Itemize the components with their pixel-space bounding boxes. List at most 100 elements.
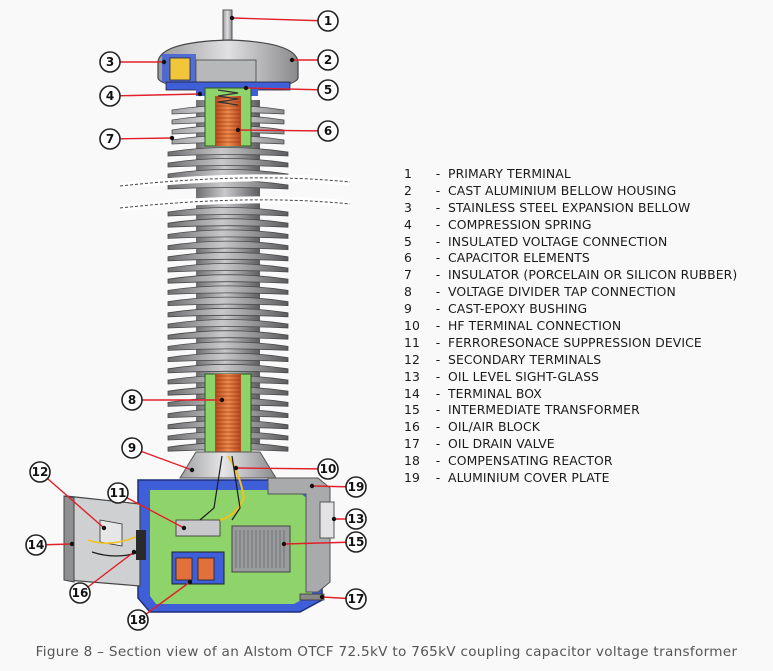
legend-text: STAINLESS STEEL EXPANSION BELLOW bbox=[448, 199, 691, 215]
callout-leader-line bbox=[79, 551, 135, 594]
legend-dash: - bbox=[435, 453, 441, 469]
callout-circle bbox=[107, 482, 129, 504]
callout-anchor-dot bbox=[187, 579, 193, 585]
legend-item: 16-OIL/AIR BLOCK bbox=[404, 419, 764, 436]
legend-number: 11 bbox=[404, 334, 420, 350]
legend-number: 16 bbox=[404, 419, 420, 435]
callout-anchor-dot bbox=[233, 465, 239, 471]
callout-circle bbox=[99, 51, 121, 73]
insulator-shed bbox=[167, 229, 289, 239]
callout-circle bbox=[25, 534, 47, 556]
insulator-shed bbox=[167, 147, 289, 157]
legend-text: CAST ALUMINIUM BELLOW HOUSING bbox=[448, 182, 677, 198]
legend-number: 19 bbox=[404, 470, 420, 486]
legend-dash: - bbox=[435, 368, 441, 384]
intermediate-transformer bbox=[231, 525, 291, 573]
legend-dash: - bbox=[435, 166, 441, 181]
legend-item: 6-CAPACITOR ELEMENTS bbox=[404, 250, 764, 267]
callout-number: 9 bbox=[128, 441, 136, 455]
compression-spring bbox=[217, 89, 239, 106]
callout-circle bbox=[345, 508, 367, 530]
legend-number: 18 bbox=[404, 453, 420, 469]
legend-item: 7-INSULATOR (PORCELAIN OR SILICON RUBBER… bbox=[404, 267, 764, 284]
callout-circle bbox=[69, 582, 91, 604]
legend-dash: - bbox=[435, 182, 441, 198]
callout-anchor-dot bbox=[235, 127, 241, 133]
callout-leader-line bbox=[109, 93, 201, 97]
legend-number: 7 bbox=[404, 267, 412, 283]
legend-dash: - bbox=[435, 385, 441, 401]
callout-number: 3 bbox=[106, 55, 114, 69]
callout-circle bbox=[99, 128, 121, 150]
legend-number: 12 bbox=[404, 351, 420, 367]
legend-item: 19-ALUMINIUM COVER PLATE bbox=[404, 470, 764, 487]
callout-leader-line bbox=[231, 17, 329, 22]
legend-dash: - bbox=[435, 216, 441, 232]
legend-number: 1 bbox=[404, 166, 412, 181]
callout-circle bbox=[345, 531, 367, 553]
legend-item: 11-FERRORESONACE SUPPRESSION DEVICE bbox=[404, 335, 764, 352]
legend-dash: - bbox=[435, 284, 441, 300]
legend-item: 12-SECONDARY TERMINALS bbox=[404, 352, 764, 369]
callout-anchor-dot bbox=[181, 525, 187, 531]
legend-number: 3 bbox=[404, 199, 412, 215]
insulator-shed bbox=[167, 307, 289, 318]
callout-anchor-dot bbox=[189, 467, 195, 473]
callout-number: 2 bbox=[324, 53, 332, 67]
legend-item: 4-COMPRESSION SPRING bbox=[404, 217, 764, 234]
legend-dash: - bbox=[435, 351, 441, 367]
callout-anchor-dot bbox=[101, 525, 107, 531]
legend-item: 17-OIL DRAIN VALVE bbox=[404, 436, 764, 453]
legend-text: OIL DRAIN VALVE bbox=[448, 436, 555, 452]
legend-dash: - bbox=[435, 334, 441, 350]
legend-dash: - bbox=[435, 199, 441, 215]
legend-item: 3 -STAINLESS STEEL EXPANSION BELLOW bbox=[404, 200, 764, 217]
legend-number: 4 bbox=[404, 216, 412, 232]
insulator-shed bbox=[167, 319, 289, 329]
legend-text: INTERMEDIATE TRANSFORMER bbox=[448, 402, 640, 418]
callout-anchor-dot bbox=[219, 397, 225, 403]
legend-number: 14 bbox=[404, 385, 420, 401]
callout-anchor-dot bbox=[197, 91, 203, 97]
callout-number: 11 bbox=[110, 486, 127, 500]
callout-anchor-dot bbox=[69, 541, 75, 547]
legend-number: 15 bbox=[404, 402, 420, 418]
callout-number: 18 bbox=[130, 613, 147, 627]
legend-dash: - bbox=[435, 470, 441, 486]
insulator-shed bbox=[167, 296, 289, 307]
legend-dash: - bbox=[435, 318, 441, 334]
insulator-shed bbox=[167, 158, 289, 168]
insulator-shed bbox=[167, 251, 289, 262]
insulator-shed bbox=[167, 263, 289, 273]
legend-number: 8 bbox=[404, 284, 412, 300]
callout-number: 4 bbox=[106, 89, 114, 103]
callout-circle bbox=[345, 588, 367, 610]
legend-dash: - bbox=[435, 402, 441, 418]
callout-leader-line bbox=[283, 541, 357, 545]
legend-item: 14-TERMINAL BOX bbox=[404, 386, 764, 403]
legend-number: 9 bbox=[404, 301, 412, 317]
legend-item: 5-INSULATED VOLTAGE CONNECTION bbox=[404, 234, 764, 251]
ferroresonance-device bbox=[175, 519, 221, 537]
legend-text: ALUMINIUM COVER PLATE bbox=[448, 470, 610, 486]
legend-dash: - bbox=[435, 267, 441, 283]
callout-number: 8 bbox=[128, 393, 136, 407]
callout-leader-line bbox=[245, 87, 329, 91]
callout-circle bbox=[317, 49, 339, 71]
callout-leader-line bbox=[235, 467, 329, 470]
callout-number: 10 bbox=[320, 462, 337, 476]
callout-anchor-dot bbox=[229, 15, 235, 21]
callout-circle bbox=[127, 609, 149, 631]
figure-caption: Figure 8 – Section view of an Alstom OTC… bbox=[35, 644, 738, 660]
insulator-shed bbox=[167, 330, 289, 340]
callout-anchor-dot bbox=[331, 516, 337, 522]
legend-text: TERMINAL BOX bbox=[448, 385, 542, 401]
insulator-shed bbox=[167, 207, 289, 217]
legend-dash: - bbox=[435, 250, 441, 266]
oil-air-block bbox=[136, 530, 146, 560]
callout-number: 7 bbox=[106, 132, 114, 146]
legend-text: COMPENSATING REACTOR bbox=[448, 453, 613, 469]
legend-number: 6 bbox=[404, 250, 412, 266]
insulator-shed bbox=[167, 363, 289, 374]
